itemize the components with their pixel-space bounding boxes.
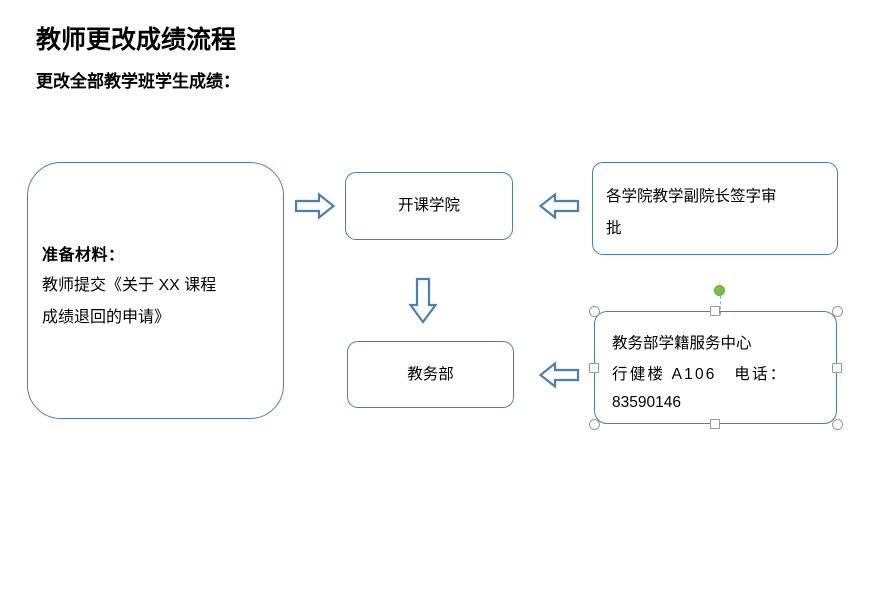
- node-registrar-line1: 教务部学籍服务中心: [612, 335, 752, 352]
- node-approval-line2: 批: [606, 220, 622, 237]
- node-approval[interactable]: 各学院教学副院长签字审 批: [592, 162, 838, 255]
- node-college[interactable]: 开课学院: [345, 172, 513, 240]
- arrow-approval-to-college[interactable]: [538, 192, 580, 220]
- node-registrar-contact[interactable]: 教务部学籍服务中心 行健楼 A106 电话： 83590146: [594, 311, 837, 424]
- node-prepare-materials[interactable]: 准备材料： 教师提交《关于 XX 课程 成绩退回的申请》: [27, 162, 284, 419]
- page-subtitle: 更改全部教学班学生成绩：: [36, 72, 240, 91]
- arrow-prepare-to-college[interactable]: [294, 192, 336, 220]
- node-prepare-line2: 成绩退回的申请》: [42, 309, 171, 326]
- node-prepare-heading: 准备材料：: [42, 247, 125, 264]
- arrow-college-to-office[interactable]: [408, 277, 438, 324]
- rotation-handle[interactable]: [714, 285, 725, 296]
- node-academic-affairs[interactable]: 教务部: [347, 341, 514, 408]
- node-approval-line1: 各学院教学副院长签字审: [606, 188, 777, 205]
- arrow-contact-to-office[interactable]: [538, 361, 580, 389]
- node-registrar-line2: 行健楼 A106 电话：: [612, 366, 788, 383]
- node-registrar-line3: 83590146: [612, 394, 681, 411]
- page-title: 教师更改成绩流程: [36, 26, 237, 54]
- node-prepare-line1: 教师提交《关于 XX 课程: [42, 277, 217, 294]
- node-college-label: 开课学院: [397, 197, 460, 214]
- node-academic-affairs-label: 教务部: [407, 366, 454, 383]
